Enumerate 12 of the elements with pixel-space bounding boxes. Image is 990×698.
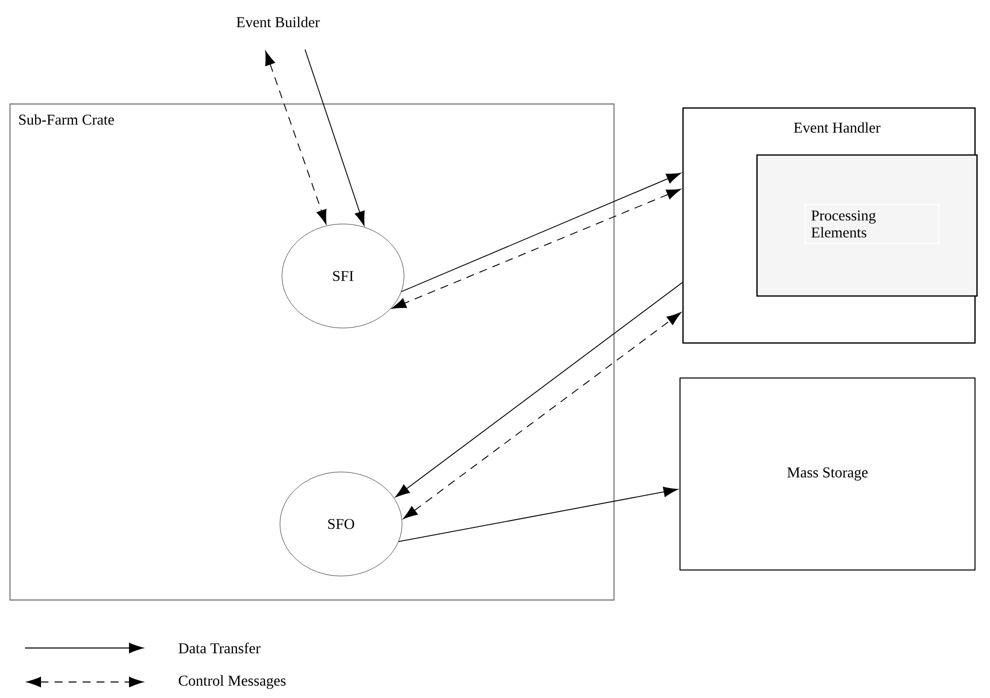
arrow bbox=[400, 172, 681, 292]
legend-label: Control Messages bbox=[178, 675, 286, 689]
legend-label: Data Transfer bbox=[178, 642, 260, 654]
arrow bbox=[395, 282, 683, 498]
processing-box: Processing Elements bbox=[756, 154, 978, 297]
arrow bbox=[398, 486, 678, 542]
arrow bbox=[304, 49, 365, 226]
node-label: Event Builder bbox=[236, 16, 320, 28]
arrow bbox=[392, 188, 681, 309]
arrow bbox=[403, 312, 682, 519]
arrow bbox=[265, 50, 326, 224]
storage-box: Mass Storage bbox=[680, 378, 976, 570]
